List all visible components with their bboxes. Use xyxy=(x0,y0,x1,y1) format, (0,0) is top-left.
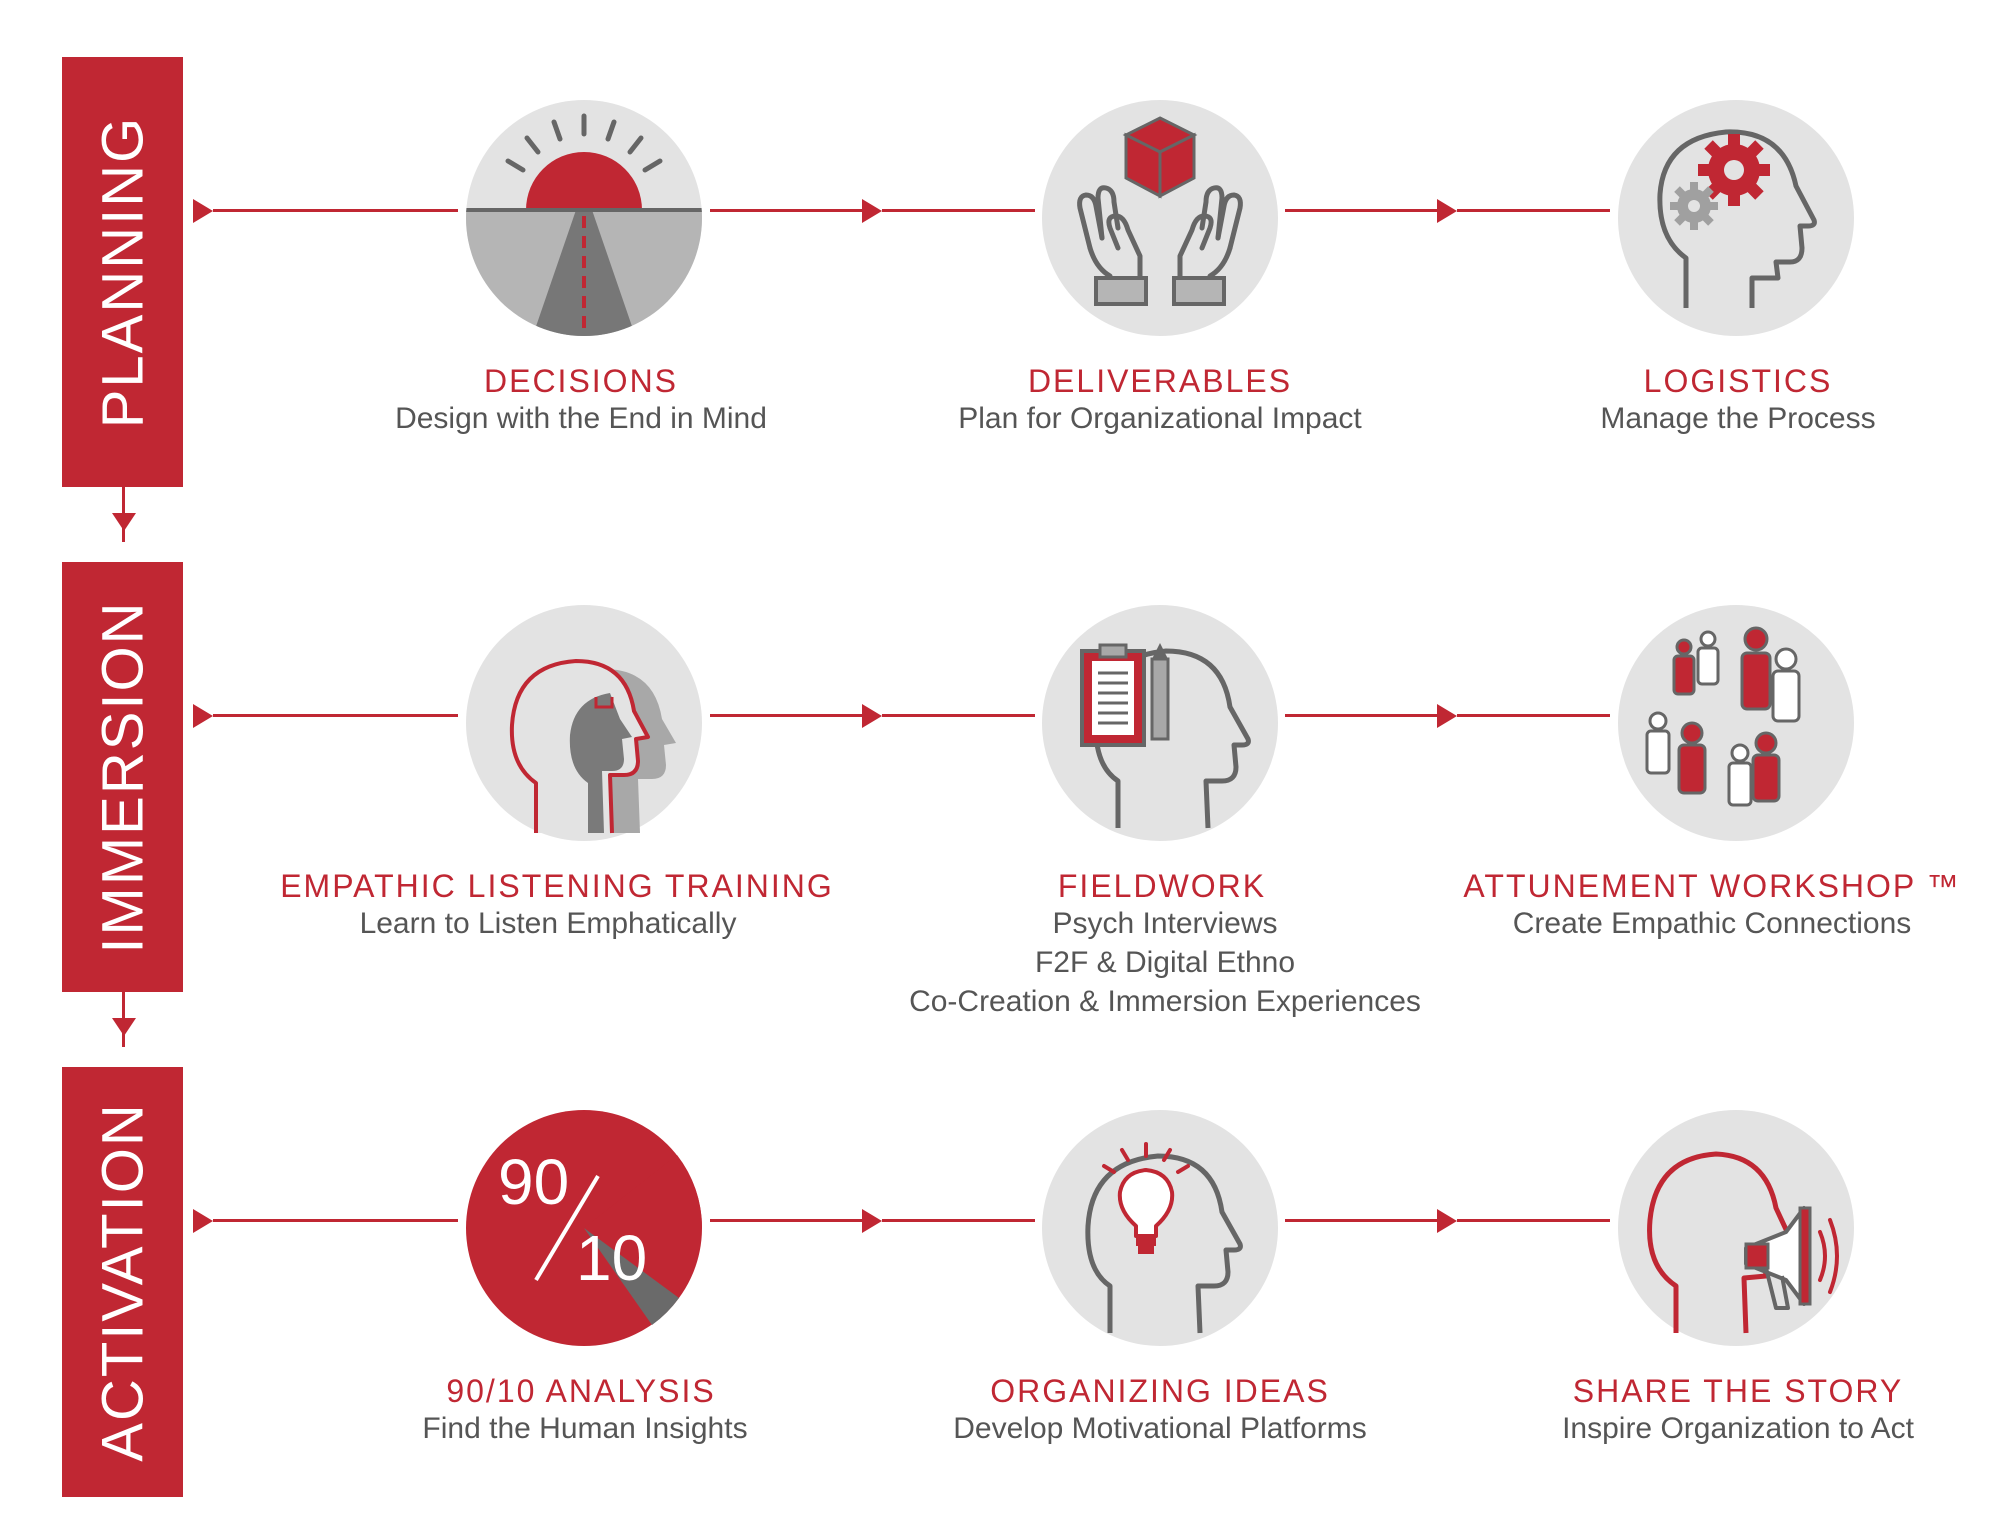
flow-line xyxy=(1457,714,1610,717)
step-title-analysis: 90/10 ANALYSIS xyxy=(446,1373,716,1409)
flow-line xyxy=(882,1219,1035,1222)
step-line: Manage the Process xyxy=(1600,402,1876,435)
flow-line xyxy=(213,714,458,717)
step-title-attunement: ATTUNEMENT WORKSHOP ™ xyxy=(1463,868,1961,904)
right-arrow-icon xyxy=(1437,199,1457,223)
step-subtitle-organizing: Develop Motivational Platforms xyxy=(953,1409,1367,1448)
step-line: Develop Motivational Platforms xyxy=(953,1412,1367,1445)
step-line: Psych Interviews xyxy=(1052,907,1278,940)
down-arrow-icon xyxy=(112,513,136,531)
flow-line xyxy=(882,714,1035,717)
step-title-share: SHARE THE STORY xyxy=(1572,1373,1904,1409)
step-subtitle-empathic: Learn to Listen Emphatically xyxy=(360,904,737,943)
step-subtitle-share: Inspire Organization to Act xyxy=(1562,1409,1914,1448)
step-line: Design with the End in Mind xyxy=(395,402,767,435)
ninety-ten-icon: 90 10 xyxy=(466,1110,703,1346)
right-arrow-icon xyxy=(1437,1209,1457,1233)
head-clipboard-icon xyxy=(1042,605,1278,841)
flow-line xyxy=(213,1219,458,1222)
head-lightbulb-icon xyxy=(1042,1110,1278,1346)
step-subtitle-decisions: Design with the End in Mind xyxy=(395,399,767,438)
step-subtitle-attunement: Create Empathic Connections xyxy=(1513,904,1912,943)
ratio-small-number: 10 xyxy=(576,1222,647,1294)
hands-cube-icon xyxy=(1042,100,1278,336)
step-title-logistics: LOGISTICS xyxy=(1643,363,1833,399)
phase-planning: PLANNING xyxy=(62,57,183,487)
right-arrow-icon xyxy=(193,704,213,728)
phase-label-activation: ACTIVATION xyxy=(90,1102,155,1462)
right-arrow-icon xyxy=(193,1209,213,1233)
two-heads-icon xyxy=(466,605,702,841)
phase-label-immersion: IMMERSION xyxy=(90,600,155,954)
flow-line xyxy=(1457,209,1610,212)
phase-immersion: IMMERSION xyxy=(62,562,183,992)
head-megaphone-icon xyxy=(1618,1110,1854,1346)
flow-line xyxy=(710,1219,865,1222)
ratio-big-number: 90 xyxy=(498,1146,569,1218)
step-title-fieldwork: FIELDWORK xyxy=(1057,868,1267,904)
step-title-decisions: DECISIONS xyxy=(483,363,679,399)
step-subtitle-deliverables: Plan for Organizational Impact xyxy=(958,399,1362,438)
step-title-empathic: EMPATHIC LISTENING TRAINING xyxy=(280,868,834,904)
step-line: F2F & Digital Ethno xyxy=(1034,946,1296,979)
step-line: Create Empathic Connections xyxy=(1512,907,1912,940)
right-arrow-icon xyxy=(862,1209,882,1233)
step-line: Inspire Organization to Act xyxy=(1562,1412,1914,1445)
right-arrow-icon xyxy=(193,199,213,223)
flow-line xyxy=(213,209,458,212)
phase-label-planning: PLANNING xyxy=(90,115,155,429)
flow-line xyxy=(1285,714,1440,717)
right-arrow-icon xyxy=(862,199,882,223)
road-sunrise-icon xyxy=(466,100,702,336)
step-line: Find the Human Insights xyxy=(422,1412,748,1445)
step-line: Learn to Listen Emphatically xyxy=(359,907,737,940)
people-group-icon xyxy=(1618,605,1854,841)
flow-line xyxy=(1285,1219,1440,1222)
right-arrow-icon xyxy=(1437,704,1457,728)
step-title-organizing: ORGANIZING IDEAS xyxy=(990,1373,1330,1409)
flow-line xyxy=(1285,209,1440,212)
step-title-deliverables: DELIVERABLES xyxy=(1027,363,1293,399)
right-arrow-icon xyxy=(862,704,882,728)
flow-line xyxy=(710,209,865,212)
step-subtitle-fieldwork: Psych Interviews F2F & Digital Ethno Co-… xyxy=(909,904,1421,1021)
head-gears-icon xyxy=(1618,100,1854,336)
flow-line xyxy=(882,209,1035,212)
flow-line xyxy=(1457,1219,1610,1222)
flow-line xyxy=(710,714,865,717)
step-line: Plan for Organizational Impact xyxy=(958,402,1362,435)
step-line: Co-Creation & Immersion Experiences xyxy=(909,985,1421,1018)
step-subtitle-logistics: Manage the Process xyxy=(1600,399,1875,438)
step-subtitle-analysis: Find the Human Insights xyxy=(422,1409,747,1448)
down-arrow-icon xyxy=(112,1018,136,1036)
phase-activation: ACTIVATION xyxy=(62,1067,183,1497)
